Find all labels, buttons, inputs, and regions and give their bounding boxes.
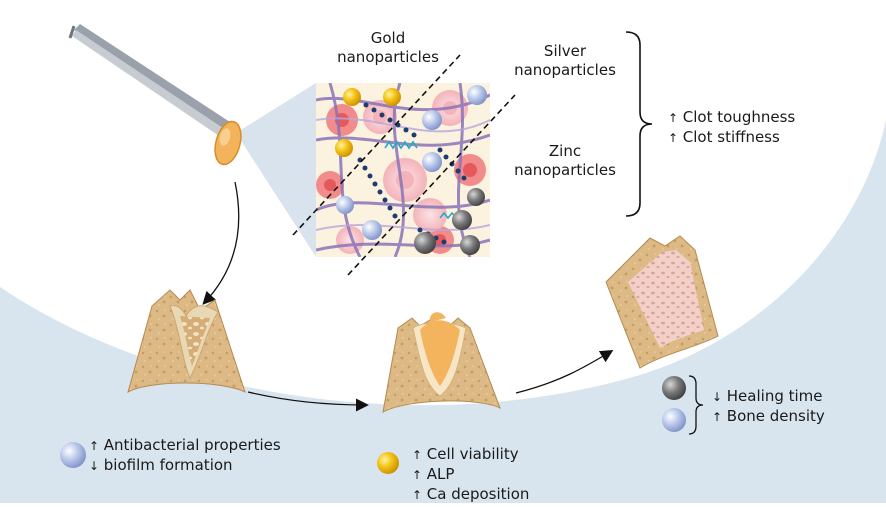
silver-nanoparticle-icon bbox=[60, 442, 86, 468]
forceps-icon bbox=[68, 24, 242, 166]
clot-effect-item: ↑ Clot stiffness bbox=[668, 128, 780, 146]
clot-filled-socket-illustration bbox=[382, 312, 501, 413]
gold-effects-list: ↑ Cell viability ↑ ALP ↑ Ca deposition bbox=[412, 445, 529, 505]
clot-effects-list: ↑ Clot toughness ↑ Clot stiffness bbox=[668, 108, 795, 148]
gold-effect-item: ↑ ALP bbox=[412, 465, 455, 483]
background-band bbox=[0, 120, 886, 503]
clot-effect-item: ↑ Clot toughness bbox=[668, 108, 796, 126]
gold-nanoparticle-icon bbox=[377, 452, 399, 474]
empty-socket-illustration bbox=[127, 289, 246, 394]
arrow-clot-to-socket bbox=[202, 181, 240, 305]
healing-bracket bbox=[688, 375, 704, 435]
silver-effect-item: ↓ biofilm formation bbox=[89, 456, 233, 474]
arrow-filled-to-healed bbox=[515, 349, 614, 394]
healing-effects-list: ↓ Healing time ↑ Bone density bbox=[712, 387, 825, 427]
silver-effects-list: ↑ Antibacterial properties ↓ biofilm for… bbox=[89, 436, 281, 476]
gold-effect-item: ↑ Cell viability bbox=[412, 445, 519, 463]
silver-nanoparticle-icon-2 bbox=[662, 408, 686, 432]
silver-effect-item: ↑ Antibacterial properties bbox=[89, 436, 281, 454]
gold-effect-item: ↑ Ca deposition bbox=[412, 485, 530, 503]
clot-effects-bracket bbox=[625, 31, 653, 217]
healed-socket-illustration bbox=[605, 235, 719, 369]
healing-effect-item: ↑ Bone density bbox=[712, 407, 825, 425]
arrow-socket-to-filled bbox=[247, 391, 369, 412]
clot-magnified-view bbox=[316, 83, 490, 257]
zinc-nanoparticle-icon bbox=[662, 376, 686, 400]
healing-effect-item: ↓ Healing time bbox=[712, 387, 823, 405]
zoom-cone bbox=[236, 83, 316, 257]
dashed-dividers bbox=[292, 54, 516, 276]
